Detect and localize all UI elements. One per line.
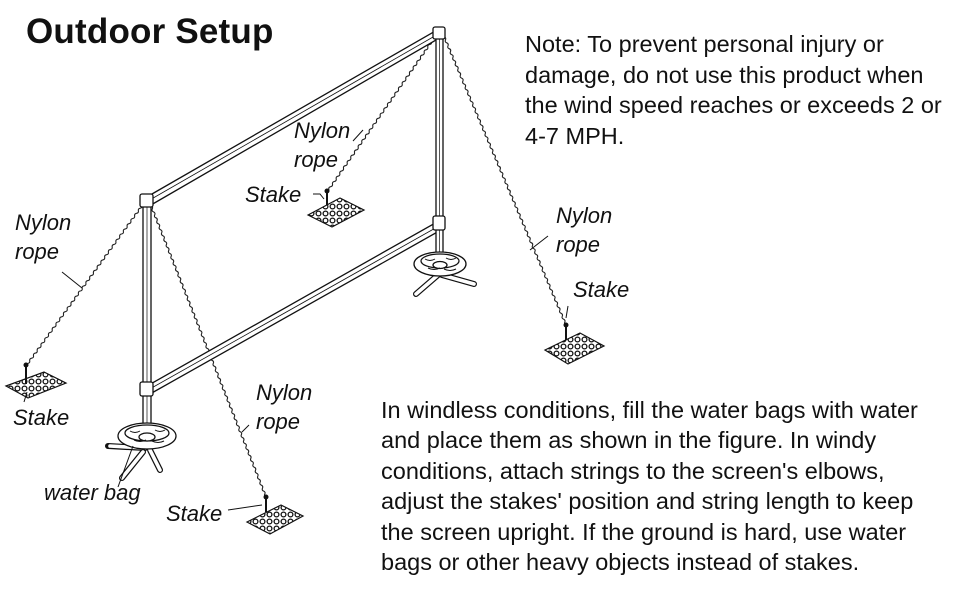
stake-mesh-right [543, 322, 606, 365]
setup-instructions: In windless conditions, fill the water b… [381, 397, 918, 576]
label-stake-front: Stake [166, 501, 223, 526]
screen-frame [139, 26, 446, 439]
water-bag-right [413, 251, 477, 297]
label-text: rope [15, 239, 60, 264]
label-stake-back: Stake [245, 182, 302, 207]
nylon-rope-left [25, 202, 145, 367]
label-text: rope [294, 147, 339, 172]
label-text: Nylon [556, 203, 613, 228]
nylon-rope-right [442, 33, 567, 326]
label-nylon-rope-back: Nylon rope [294, 116, 350, 174]
label-stake-left: Stake [13, 405, 70, 430]
stake-mesh-left [4, 362, 68, 399]
stake-mesh-back [306, 188, 366, 228]
label-nylon-rope-left: Nylon rope [15, 208, 71, 266]
stake-mesh-front [245, 494, 305, 535]
label-stake-right: Stake [573, 277, 630, 302]
label-water-bag: water bag [44, 480, 141, 505]
label-leader-lines [23, 129, 569, 511]
label-text: Nylon [294, 118, 351, 143]
water-bag-left [105, 422, 177, 482]
nylon-rope-back [326, 33, 438, 193]
label-nylon-rope-right: Nylon rope [556, 201, 612, 259]
page-title: Outdoor Setup [26, 12, 274, 51]
label-text: rope [556, 232, 601, 257]
label-text: Nylon [256, 380, 313, 405]
nylon-rope-front [149, 202, 267, 498]
wind-warning-note: Note: To prevent personal injury or dama… [525, 31, 942, 149]
label-text: rope [256, 409, 301, 434]
label-nylon-rope-front: Nylon rope [256, 378, 312, 436]
label-text: Nylon [15, 210, 72, 235]
